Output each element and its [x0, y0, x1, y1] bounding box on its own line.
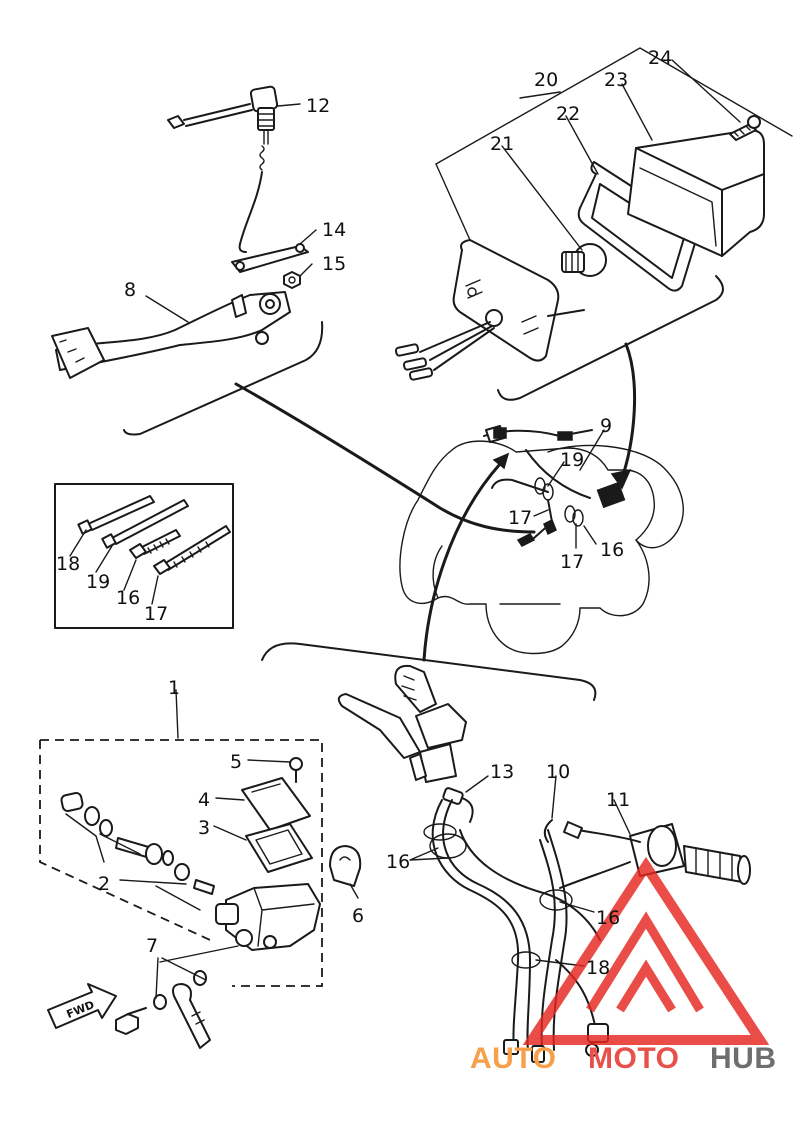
callout-7: 7: [146, 935, 158, 957]
callout-4: 4: [198, 789, 210, 811]
watermark-text: AUTO MOTO HUB: [470, 1042, 777, 1075]
handlebar-clamp: [329, 845, 362, 887]
callout-13: 13: [490, 761, 514, 783]
watermark-auto: AUTO: [470, 1042, 556, 1075]
callout-15: 15: [322, 253, 346, 275]
callout-23: 23: [604, 69, 628, 91]
watermark-triangle-icon: [522, 856, 770, 1045]
brake-pedal-group: [51, 85, 324, 436]
tail-light-group: [394, 47, 793, 401]
cap-screw: [289, 757, 303, 783]
callout-6: 6: [352, 905, 364, 927]
rear-brake-switch: [167, 85, 279, 145]
callout-18-harness: 18: [586, 957, 610, 979]
callout-14: 14: [322, 219, 346, 241]
screw: [729, 115, 761, 141]
watermark-logo: [522, 856, 770, 1045]
tail-light-base: [394, 239, 585, 381]
callout-19-main: 19: [560, 449, 584, 471]
callout-16-harness-b: 16: [596, 907, 620, 929]
master-cylinder-group: [39, 689, 362, 1049]
callout-16-inset: 16: [116, 587, 140, 609]
reservoir-cap: [241, 777, 311, 831]
callout-5: 5: [230, 751, 242, 773]
callout-19-inset: 19: [86, 571, 110, 593]
master-cylinder-body: [215, 883, 321, 951]
spring-bracket: [231, 243, 309, 273]
callout-17-main-a: 17: [508, 507, 532, 529]
atv-outline: [234, 342, 684, 662]
tail-light-bulb: [561, 243, 607, 277]
callout-18-inset: 18: [56, 553, 80, 575]
callout-17-main-b: 17: [560, 551, 584, 573]
cable-ties-inset: [54, 483, 234, 629]
callout-10: 10: [546, 761, 570, 783]
watermark-hub: HUB: [710, 1042, 777, 1075]
forward-arrow: [47, 983, 117, 1029]
callout-22: 22: [556, 103, 580, 125]
callout-9: 9: [600, 415, 612, 437]
callout-1: 1: [168, 677, 180, 699]
callout-3: 3: [198, 817, 210, 839]
callout-17-inset: 17: [144, 603, 168, 625]
callout-8: 8: [124, 279, 136, 301]
callout-12: 12: [306, 95, 330, 117]
tail-light-gasket: [577, 161, 699, 292]
brake-switch-spring: [238, 145, 265, 253]
piston-assembly: [60, 792, 215, 911]
watermark-m-icon: [586, 911, 704, 1013]
callout-numbers: 12 14 15 8 20 22 21 23 24 9 19 17 17 16 …: [56, 47, 672, 1021]
callout-16-main: 16: [600, 539, 624, 561]
brake-pedal: [51, 291, 291, 379]
callout-20: 20: [534, 69, 558, 91]
brake-lever: [337, 664, 467, 783]
diaphragm: [245, 823, 313, 873]
handlebar-wiring-group: [261, 642, 751, 1063]
callout-2: 2: [98, 873, 110, 895]
tail-light-lens: [627, 129, 765, 257]
watermark-moto: MOTO: [588, 1042, 679, 1075]
callout-24: 24: [648, 47, 672, 69]
nut: [283, 271, 301, 289]
callout-11: 11: [606, 789, 630, 811]
union-bolt: [115, 970, 211, 1049]
callout-16-harness-a: 16: [386, 851, 410, 873]
callout-21: 21: [490, 133, 514, 155]
front-brake-switch: [442, 787, 474, 823]
